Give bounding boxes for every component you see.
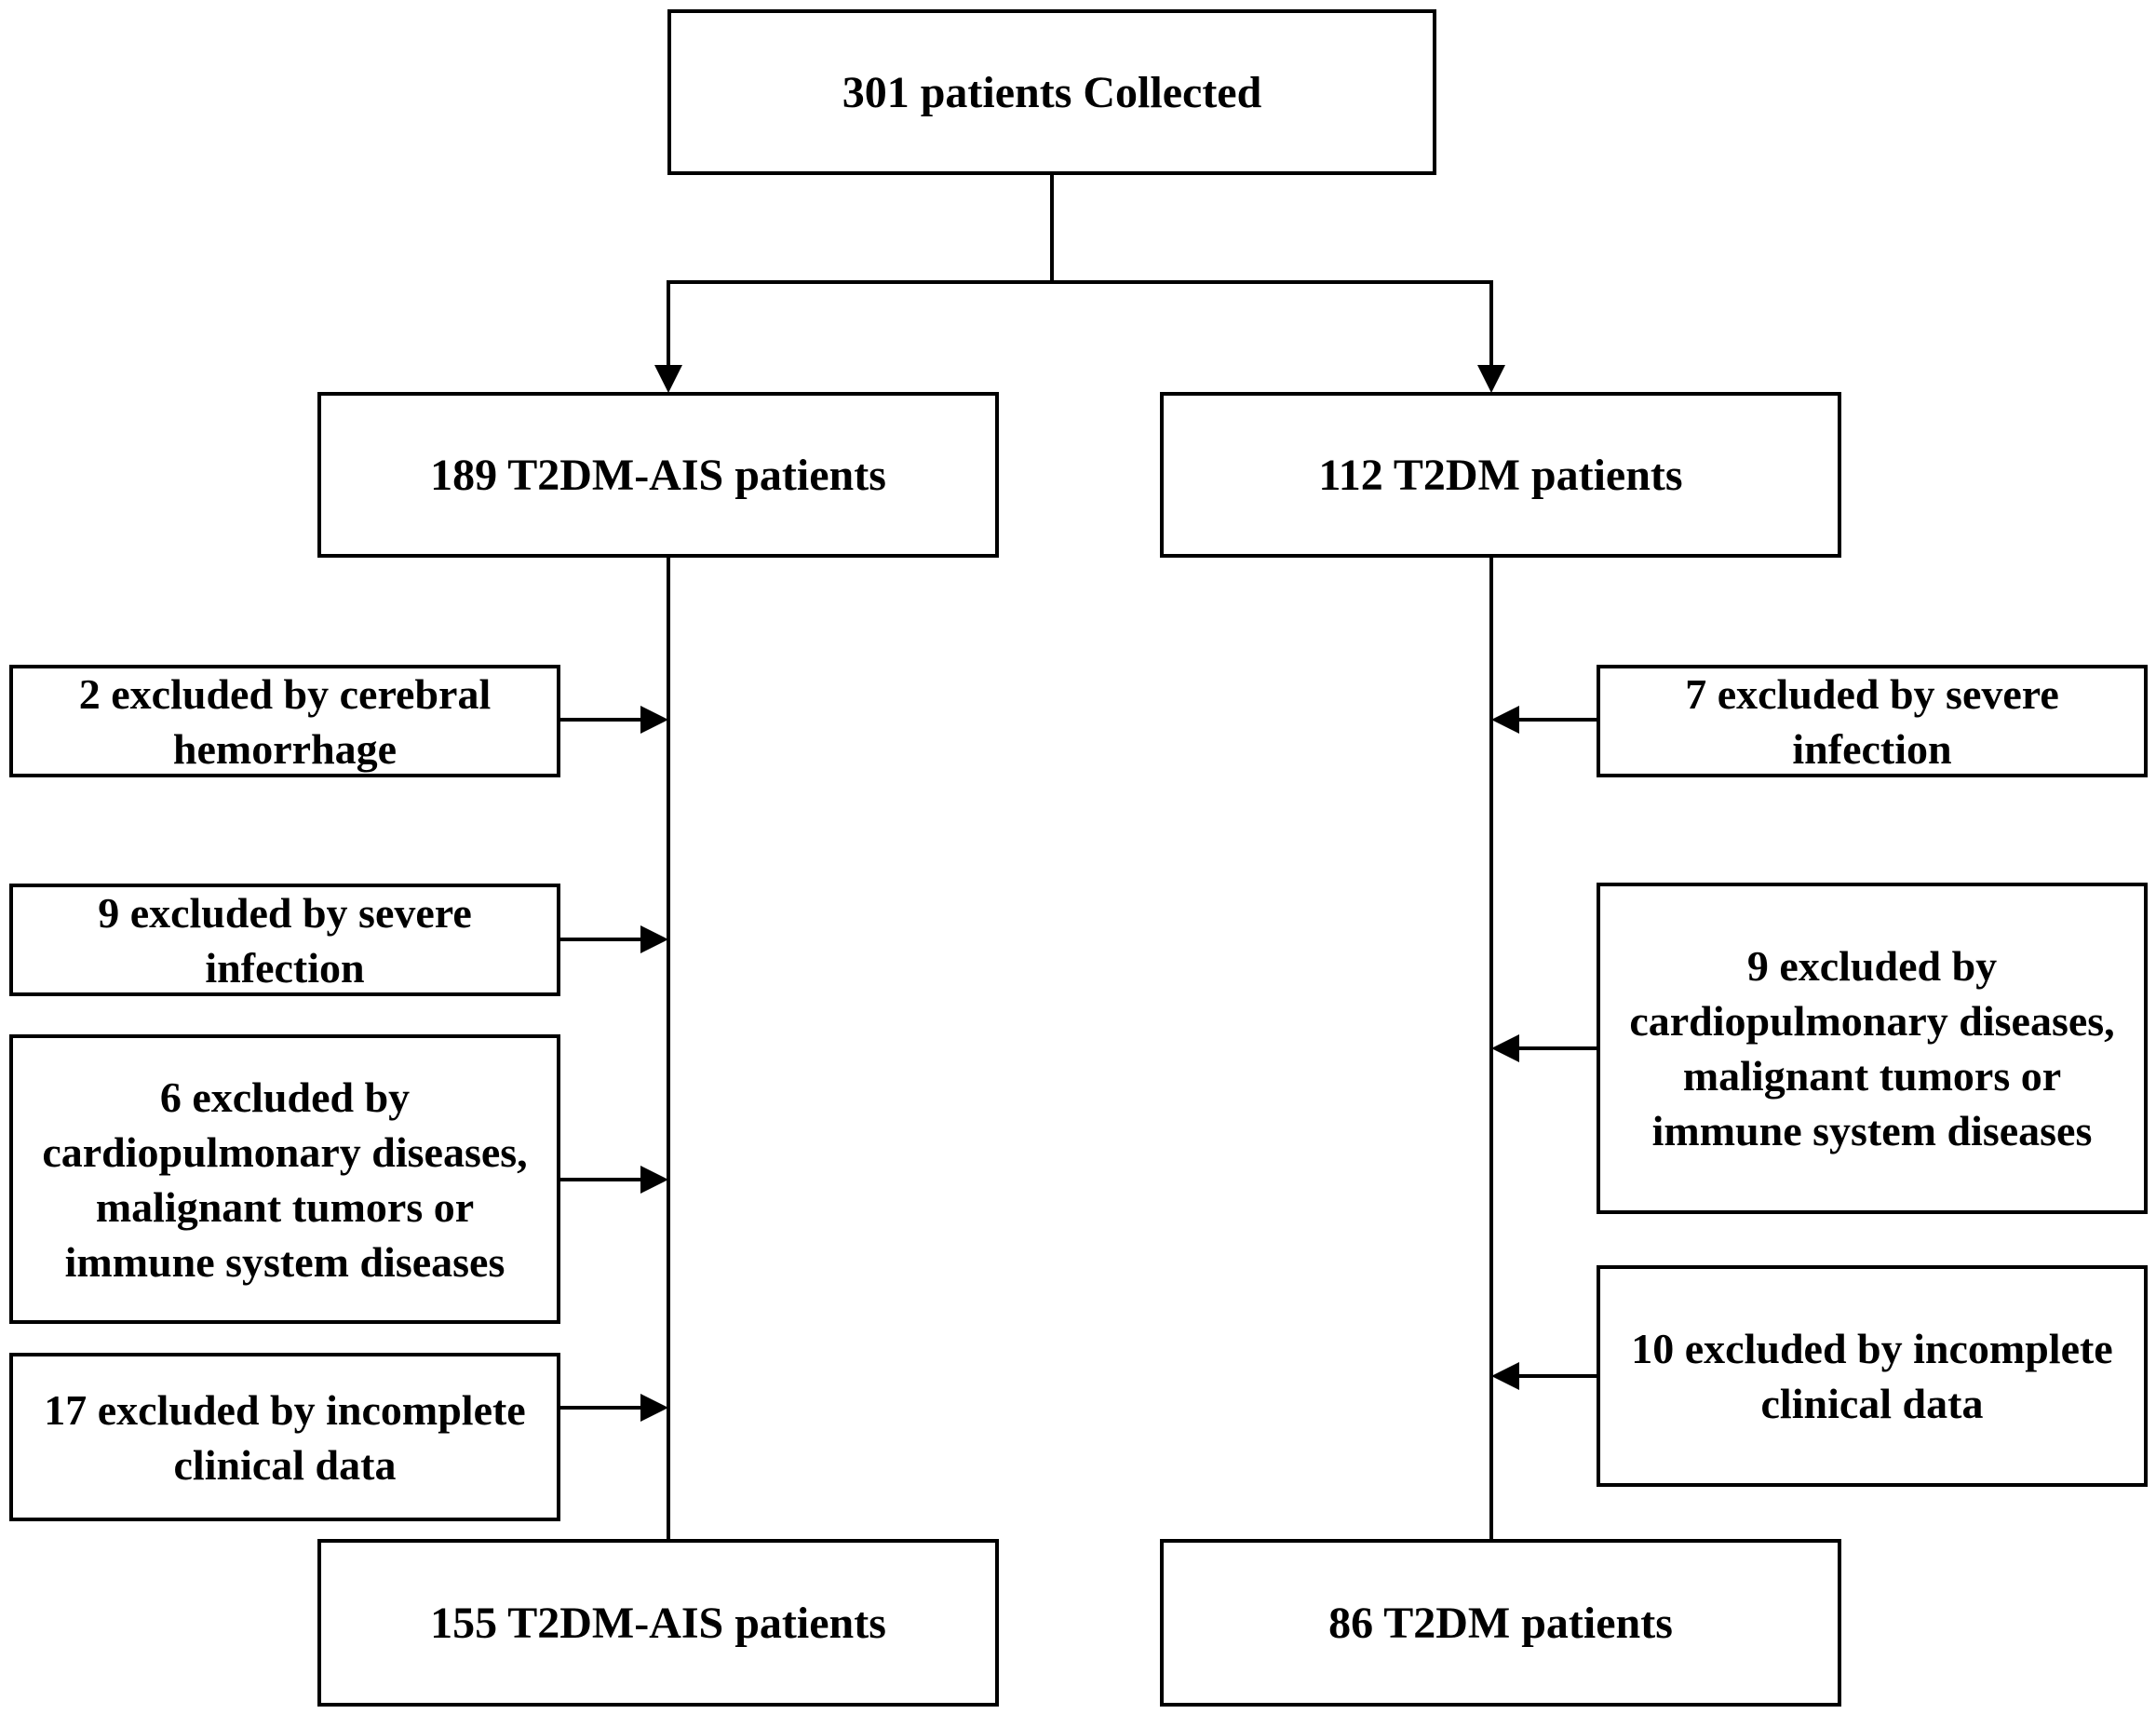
arrowhead-left-exclusion-4 — [640, 1394, 668, 1422]
left-exclusion-label-3: 6 excluded by cardiopulmonary diseases, … — [42, 1073, 528, 1286]
right-exclusion-label-3: 10 excluded by incomplete clinical data — [1631, 1325, 2113, 1427]
right-exclusion-label-2: 9 excluded by cardiopulmonary diseases, … — [1629, 942, 2115, 1154]
arrowhead-right-exclusion-3 — [1491, 1362, 1519, 1390]
right-exclusion-label-1: 7 excluded by severe infection — [1685, 669, 2059, 773]
left-start-box: 189 T2DM-AIS patients — [317, 392, 999, 558]
right-exclusion-box-1: 7 excluded by severe infection — [1597, 665, 2148, 777]
top-box: 301 patients Collected — [667, 9, 1436, 175]
left-exclusion-box-3: 6 excluded by cardiopulmonary diseases, … — [9, 1034, 560, 1324]
left-start-label: 189 T2DM-AIS patients — [430, 450, 886, 500]
arrowhead-right-branch — [1477, 365, 1505, 393]
right-start-box: 112 T2DM patients — [1160, 392, 1841, 558]
right-start-label: 112 T2DM patients — [1318, 450, 1683, 500]
left-exclusion-box-2: 9 excluded by severe infection — [9, 884, 560, 996]
left-exclusion-label-1: 2 excluded by cerebral hemorrhage — [78, 669, 492, 773]
right-end-label: 86 T2DM patients — [1328, 1598, 1673, 1648]
left-end-label: 155 T2DM-AIS patients — [430, 1598, 886, 1648]
arrowhead-left-branch — [654, 365, 682, 393]
left-exclusion-box-4: 17 excluded by incomplete clinical data — [9, 1353, 560, 1521]
arrowhead-right-exclusion-2 — [1491, 1034, 1519, 1062]
arrowhead-right-exclusion-1 — [1491, 706, 1519, 734]
right-exclusion-box-3: 10 excluded by incomplete clinical data — [1597, 1265, 2148, 1487]
arrowhead-left-exclusion-1 — [640, 706, 668, 734]
right-end-box: 86 T2DM patients — [1160, 1539, 1841, 1707]
right-exclusion-box-2: 9 excluded by cardiopulmonary diseases, … — [1597, 883, 2148, 1214]
left-exclusion-label-2: 9 excluded by severe infection — [98, 888, 472, 992]
left-exclusion-box-1: 2 excluded by cerebral hemorrhage — [9, 665, 560, 777]
left-exclusion-label-4: 17 excluded by incomplete clinical data — [44, 1385, 526, 1489]
top-box-label: 301 patients Collected — [842, 67, 1262, 117]
left-end-box: 155 T2DM-AIS patients — [317, 1539, 999, 1707]
arrowhead-left-exclusion-2 — [640, 925, 668, 953]
arrowhead-left-exclusion-3 — [640, 1166, 668, 1194]
